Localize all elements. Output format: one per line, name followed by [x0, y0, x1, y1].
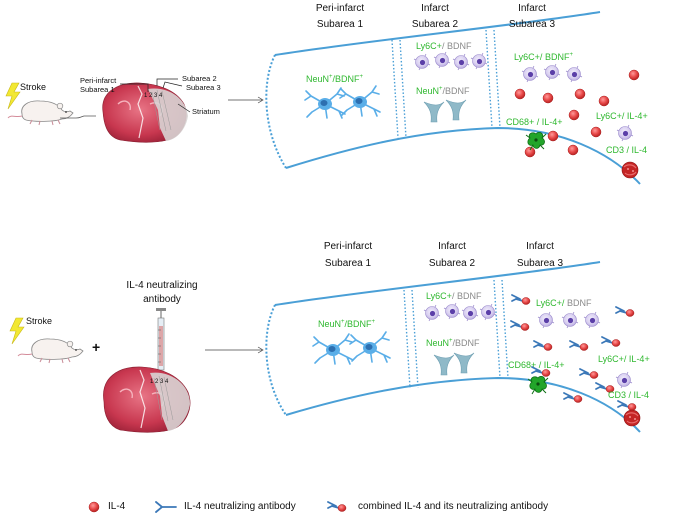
bottom-ly6c-cells-s2 — [423, 302, 497, 322]
top-header-2-line2: Subarea 2 — [411, 19, 459, 30]
bottom-header-2-line2: Subarea 2 — [428, 258, 476, 269]
antibody-label-line1: IL-4 neutralizing — [126, 280, 198, 291]
top-brain-label-subarea2: Subarea 2 — [182, 74, 217, 83]
top-cd3-cell — [621, 161, 639, 179]
top-brain-label-peri: Peri-infarct — [80, 76, 117, 85]
top-callout-line-1 — [120, 83, 149, 92]
top-stroke-label: Stroke — [20, 82, 47, 92]
top-neuron-1 — [304, 87, 346, 119]
top-ly6c-cells-s2 — [413, 51, 488, 71]
bottom-neun-bdnf-label: NeuN+/BDNF+ — [318, 319, 376, 329]
bottom-stroke-label: Stroke — [26, 316, 53, 326]
bottom-header-3-line1: Infarct — [526, 241, 554, 252]
top-cd3-label: CD3 / IL-4 — [606, 145, 648, 155]
bottom-cd3-cell — [623, 409, 641, 427]
bottom-mouse — [17, 338, 84, 364]
bottom-header-1-line2: Subarea 1 — [324, 258, 372, 269]
top-cd68-label: CD68+ / IL-4+ — [506, 117, 563, 127]
bottom-neun-gray-label: NeuN+/BDNF — [426, 338, 480, 348]
top-mouse-arrow — [60, 115, 96, 119]
top-brain-slice — [102, 82, 188, 143]
top-header-2-line1: Infarct — [421, 3, 449, 14]
top-callout-line-4 — [177, 103, 191, 113]
top-gray-neuron-1 — [423, 101, 445, 123]
bottom-ly6c-bdnf-label: Ly6C+/ BDNF — [426, 291, 482, 301]
plus-sign: + — [92, 339, 101, 355]
top-header-3-line1: Infarct — [518, 3, 546, 14]
bottom-neuron-2 — [349, 331, 391, 363]
top-neuron-2 — [339, 85, 381, 117]
bottom-cd68-label: CD68+ / IL-4+ — [508, 360, 565, 370]
top-brain-label-striatum: Striatum — [192, 107, 220, 116]
legend-il4-label: IL-4 — [108, 501, 126, 512]
top-callout-line-2 — [156, 78, 178, 86]
top-ly6c-bdnf-label: Ly6C+/ BDNF — [416, 41, 472, 51]
bottom-header-3-line2: Subarea 3 — [516, 258, 564, 269]
top-ly6c-il4-label: Ly6C+/ IL-4+ — [596, 111, 648, 121]
top-header-3-line2: Subarea 3 — [508, 19, 556, 30]
top-brain-numbers: 1 2 3 4 — [144, 93, 163, 99]
top-brain-label-subarea1: Subarea 1 — [80, 85, 115, 94]
bottom-cd3-label: CD3 / IL-4 — [608, 390, 650, 400]
bottom-cd68-cell — [527, 375, 549, 395]
bottom-gray-neuron-1 — [433, 354, 455, 376]
top-ly6c-bdnf3-label: Ly6C+/ BDNF+ — [514, 52, 573, 62]
top-gray-neuron-2 — [445, 99, 467, 121]
bottom-ly6c-bdnf3-label: Ly6C+/ BDNF — [536, 298, 592, 308]
top-mouse — [7, 100, 74, 126]
top-neun-gray-label: NeuN+/BDNF — [416, 86, 470, 96]
legend-antibody-icon — [155, 501, 177, 513]
legend-il4-icon — [88, 501, 100, 513]
top-callout-line-3 — [162, 81, 183, 89]
bottom-neuron-1 — [312, 333, 354, 365]
bottom-header-2-line1: Infarct — [438, 241, 466, 252]
top-stroke-bolt — [5, 82, 21, 110]
top-brain-label-subarea3: Subarea 3 — [186, 83, 221, 92]
top-tissue-panel — [265, 11, 641, 185]
antibody-label-line2: antibody — [143, 294, 181, 305]
bottom-brain-numbers: 1 2 3 4 — [150, 379, 169, 385]
bottom-ly6c-il4-label: Ly6C+/ IL-4+ — [598, 354, 650, 364]
legend-antibody-label: IL-4 neutralizing antibody — [184, 501, 296, 512]
top-neun-bdnf-label: NeuN+/BDNF+ — [306, 74, 364, 84]
bottom-tissue-panel — [265, 261, 641, 433]
bottom-stroke-bolt — [9, 317, 25, 345]
top-header-1-line1: Peri-infarct — [315, 3, 365, 14]
bottom-gray-neuron-2 — [453, 352, 475, 374]
bottom-header-1-line1: Peri-infarct — [323, 241, 373, 252]
top-header-1-line2: Subarea 1 — [316, 19, 364, 30]
legend-combined-label: combined IL-4 and its neutralizing antib… — [358, 501, 549, 512]
legend-combined-icon — [327, 501, 347, 513]
bottom-brain-slice — [103, 366, 191, 433]
top-ly6c-cells-s3 — [521, 63, 634, 142]
